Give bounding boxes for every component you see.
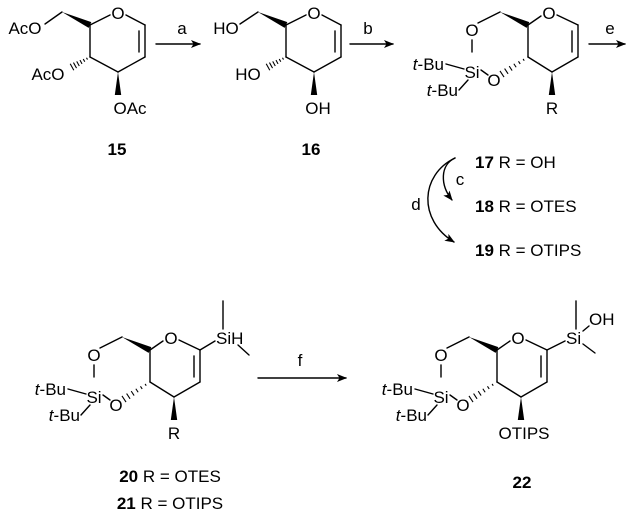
compound-20-21: O O O Si t-Bu t-Bu R SiH [35,300,250,443]
ring-oxygen: O [111,4,124,23]
wedge-bond [62,12,92,28]
r-definition-19: 19 R = OTIPS [475,241,581,260]
silylene-oxygen-top: O [434,346,447,365]
silylene-oxygen-bottom: O [109,396,122,415]
reagent-label-f: f [298,351,303,370]
tert-butyl-top: t-Bu [382,380,413,399]
acetoxy-mid: AcO [31,65,64,84]
hydroxy-top: HO [213,19,239,38]
compound-label: 15 [108,140,127,159]
compound-label: 16 [302,140,321,159]
dimethylsilyl-group: SiH [216,329,243,348]
silicon-atom: Si [433,388,448,407]
silanol-silicon: Si [566,329,581,348]
ring-oxygen: O [542,4,555,23]
wedge-bond [548,72,556,95]
reagent-label-b: b [363,19,372,38]
hash-bond [265,56,287,71]
wedge-bond [258,12,288,28]
silanol-hydroxyl: OH [589,310,615,329]
reagent-label-a: a [177,19,187,38]
wedge-bond [469,337,499,353]
compound-17: O O O Si t-Bu t-Bu R [413,4,579,118]
wedge-bond [122,337,152,353]
compound-16: HO O HO OH 16 [213,4,342,159]
r-definition-18: 18 R = OTES [475,197,577,216]
acetoxy-bottom: OAc [113,99,147,118]
reagent-label-e: e [605,19,614,38]
wedge-bond [114,72,122,95]
wedge-bond [310,72,318,95]
compound-label-22: 22 [513,473,532,492]
otips-group: OTIPS [498,424,549,443]
silylene-oxygen-bottom: O [487,71,500,90]
silylene-oxygen-bottom: O [456,396,469,415]
tert-butyl-top: t-Bu [35,380,66,399]
r-definition-21: 21 R = OTIPS [117,494,223,513]
ring-oxygen: O [307,4,320,23]
wedge-bond [500,12,530,28]
r-group: R [546,99,558,118]
reaction-arrow-d [427,157,456,243]
silylene-oxygen-top: O [465,21,478,40]
ring-oxygen: O [511,329,524,348]
hydroxy-mid: HO [235,65,261,84]
hash-bond [121,381,151,403]
hash-bond [468,381,498,403]
hydroxy-bottom: OH [305,99,331,118]
silicon-atom: Si [86,388,101,407]
reagent-label-d: d [411,195,420,214]
tert-butyl-bottom: t-Bu [49,406,80,425]
ring-oxygen: O [164,329,177,348]
r-group: R [168,424,180,443]
silicon-atom: Si [464,63,479,82]
wedge-bond [170,397,178,420]
wedge-bond [517,397,525,420]
r-definition-17: 17 R = OH [475,153,556,172]
tert-butyl-bottom: t-Bu [396,406,427,425]
compound-22: O O O Si t-Bu t-Bu OTIPS Si OH [382,300,615,443]
reagent-label-c: c [456,170,465,189]
acetoxy-top: AcO [8,19,41,38]
tert-butyl-top: t-Bu [413,55,444,74]
hash-bond [69,56,91,71]
tert-butyl-bottom: t-Bu [427,81,458,100]
hash-bond [499,56,529,78]
silylene-oxygen-top: O [87,346,100,365]
r-definition-20: 20 R = OTES [119,467,221,486]
compound-15: AcO O AcO OAc 15 [8,4,147,159]
